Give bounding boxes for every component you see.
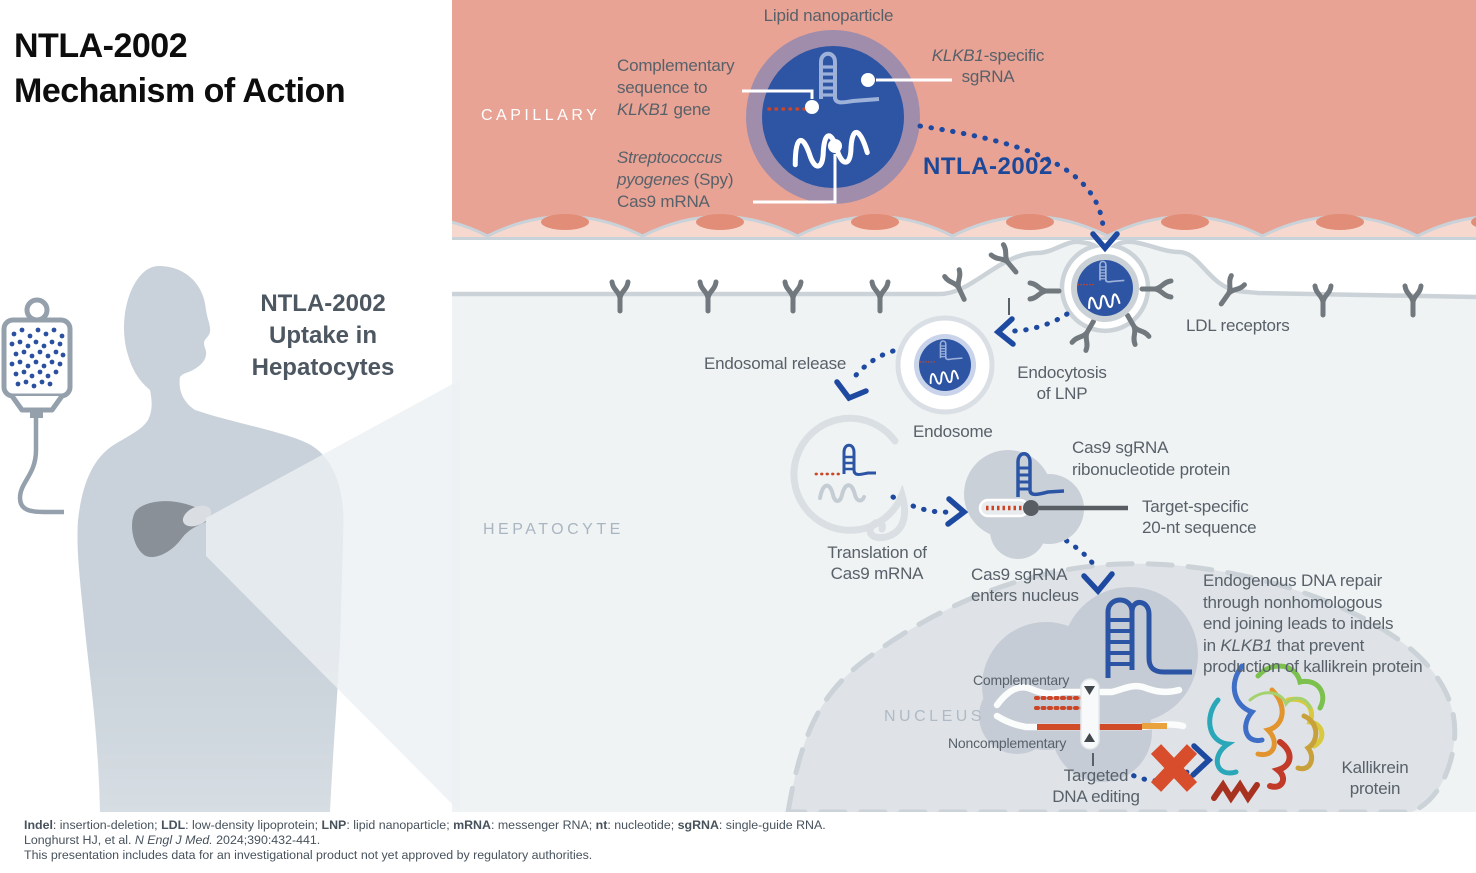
endosome-icon	[895, 315, 995, 415]
released-sgrna-icon	[842, 443, 876, 476]
noncomplementary-label: Noncomplementary	[948, 735, 1067, 751]
endosome-label: Endosome	[913, 422, 993, 441]
rnp-label: Cas9 sgRNA ribonucleotide protein	[1072, 438, 1231, 479]
enters-nucleus-label: Cas9 sgRNA enters nucleus	[971, 565, 1079, 605]
lnp-dots	[9, 327, 66, 389]
kallikrein-label: Kallikrein protein	[1341, 758, 1409, 798]
iv-tube	[17, 418, 64, 515]
cell-membrane	[452, 239, 1476, 334]
callout-lines	[742, 73, 952, 204]
lnp-label: Lipid nanoparticle	[763, 6, 894, 25]
ldl-receptors-label: LDL receptors	[1186, 316, 1290, 335]
nucleus-region-label: NUCLEUS	[884, 708, 985, 725]
iv-bag-icon	[1, 297, 73, 515]
uptake-caption: NTLA-2002 Uptake in Hepatocytes	[251, 290, 395, 381]
hepatocyte-region-label: HEPATOCYTE	[483, 521, 624, 538]
footnote: Indel: insertion-deletion; LDL: low-dens…	[24, 818, 826, 863]
patient-illustration	[1, 266, 460, 812]
targeted-editing-label: Targeted DNA editing	[1052, 766, 1140, 806]
nuclear-sgrna-icon	[1105, 597, 1192, 678]
endocytosis-label: Endocytosis of LNP	[1017, 363, 1107, 403]
red-x-icon	[1150, 744, 1198, 792]
rnp-sgrna-icon	[1016, 452, 1065, 497]
dna-repair-label: Endogenous DNA repair through nonhomolog…	[1203, 571, 1423, 676]
dna-editing-icon	[979, 587, 1198, 782]
liver-highlight	[182, 505, 212, 527]
zoom-beam	[206, 380, 460, 812]
lipid-nanoparticle-icon	[746, 30, 920, 204]
target-sequence-label: Target-specific 20-nt sequence	[1142, 497, 1257, 537]
cas9-rnp-icon	[964, 450, 1128, 559]
disclaimer-line: This presentation includes data for an i…	[24, 848, 593, 862]
kallikrein-protein-icon	[1207, 663, 1326, 804]
open-endosome-icon	[790, 414, 909, 542]
lnp-endocytosis-icon	[1071, 254, 1139, 322]
translation-label: Translation of Cas9 mRNA	[827, 543, 927, 583]
mechanism-diagram	[452, 0, 1476, 812]
endosomal-release-label: Endosomal release	[704, 354, 847, 373]
citation-line: Longhurst HJ, et al. N Engl J Med. 2024;…	[24, 833, 321, 847]
klkb1-sgrna-label: KLKB1-specific sgRNA	[931, 46, 1045, 86]
complementary-label: Complementary	[973, 672, 1070, 688]
abbreviation-line: Indel: insertion-deletion; LDL: low-dens…	[24, 818, 826, 832]
released-mrna-icon	[818, 483, 866, 503]
capillary-region-label: CAPILLARY	[481, 107, 601, 124]
endothelial-nuclei	[541, 214, 1476, 230]
capillary-region	[452, 0, 1476, 240]
spy-cas9-label: Streptococcus pyogenes (Spy) Cas9 mRNA	[617, 148, 734, 211]
complementary-sequence-label: Complementary sequence to KLKB1 gene	[617, 56, 735, 119]
drug-name-label: NTLA-2002	[923, 153, 1053, 180]
